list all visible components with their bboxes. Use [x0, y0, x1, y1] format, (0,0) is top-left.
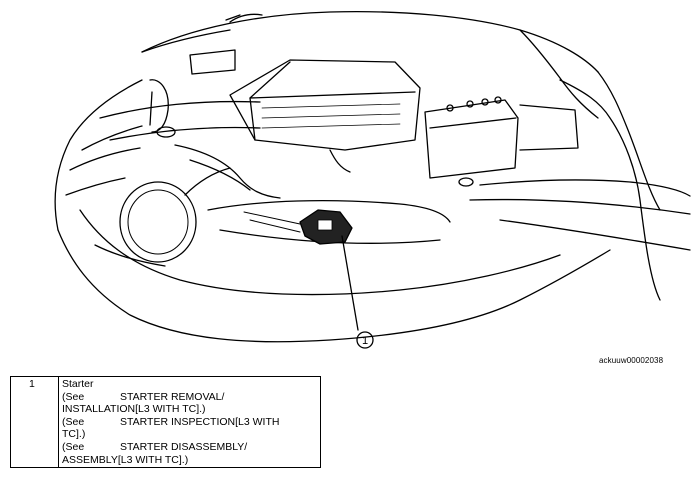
figure-id-code: ackuuw00002038 — [599, 356, 664, 365]
headlight — [119, 167, 231, 263]
legend-reference-1-cont[interactable]: INSTALLATION[L3 WITH TC].) — [62, 403, 206, 416]
legend-item-number: 1 — [10, 375, 59, 469]
legend-reference-2-cont[interactable]: TC].) — [62, 428, 86, 441]
hood-outline — [141, 10, 599, 119]
callout-1-marker: 1 — [356, 331, 374, 349]
engine-bay-illustration: 1 — [54, 10, 691, 349]
intake-hoses — [149, 49, 281, 199]
front-bumper-outline — [54, 79, 611, 343]
fender-outline — [469, 71, 691, 301]
engine-cover — [229, 59, 421, 173]
callout-leader-line — [341, 235, 359, 331]
radiator-support — [99, 100, 451, 244]
callout-number: 1 — [362, 335, 368, 347]
legend-reference-3-cont[interactable]: ASSEMBLY[L3 WITH TC].) — [62, 453, 189, 466]
starter-motor — [243, 209, 353, 245]
battery — [424, 96, 579, 187]
legend-item-name: Starter — [62, 378, 94, 390]
